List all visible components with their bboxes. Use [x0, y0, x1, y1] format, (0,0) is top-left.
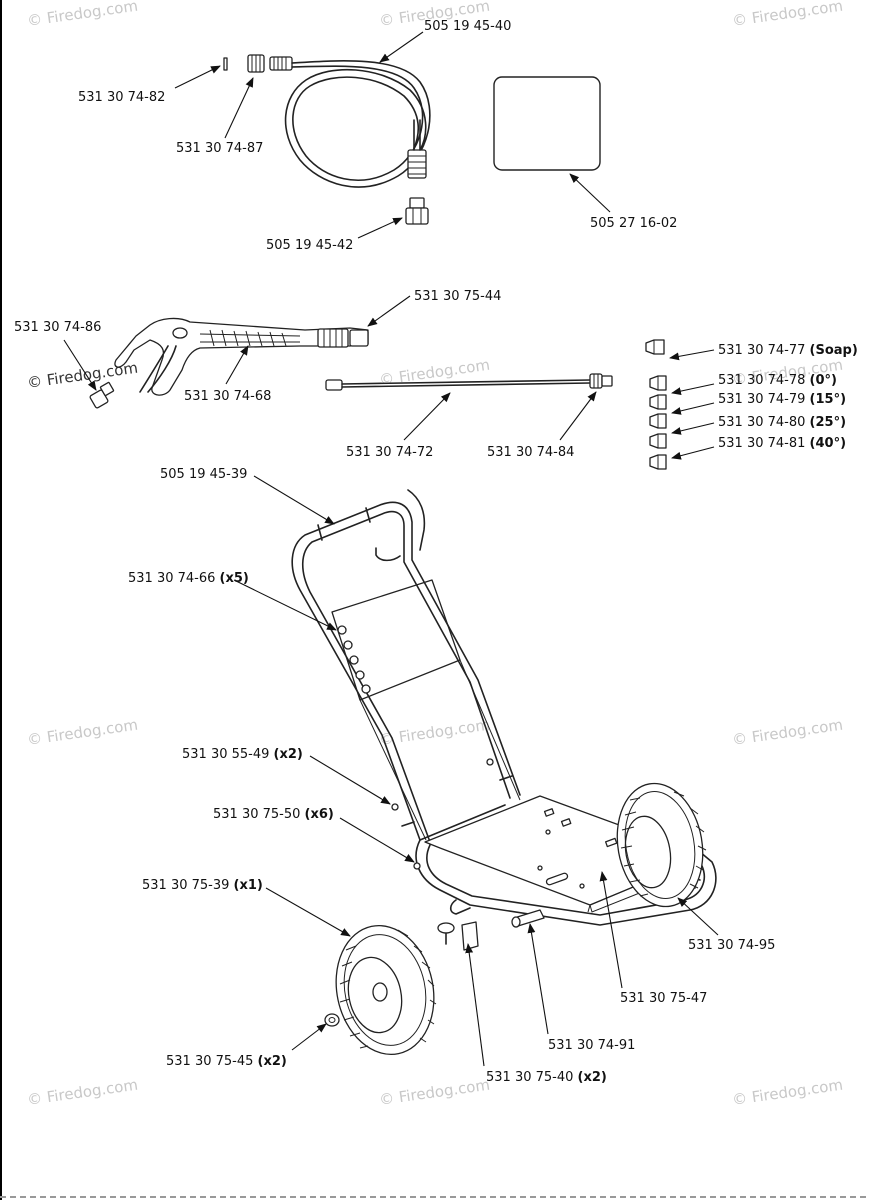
label-531-30-55-49: 531 30 55-49 (x2)	[182, 747, 303, 762]
watermark: © Firedog.com	[731, 716, 844, 749]
right-wheel-drawing	[616, 782, 707, 908]
part-labels: 505 19 45-40 531 30 74-82 531 30 74-87 5…	[14, 19, 858, 1085]
label-531-30-75-44: 531 30 75-44	[414, 289, 501, 304]
watermark: © Firedog.com	[26, 716, 139, 749]
leader-531-30-74-77	[669, 349, 715, 361]
foot-drawing	[437, 921, 479, 951]
label-531-30-74-84: 531 30 74-84	[487, 445, 574, 460]
label-531-30-74-80: 531 30 74-80 (25°)	[718, 415, 846, 430]
cart-frame-drawing	[291, 489, 521, 843]
manual-drawing	[493, 76, 601, 171]
label-531-30-74-79: 531 30 74-79 (15°)	[718, 392, 846, 407]
adapter-drawing	[247, 54, 265, 73]
inlet-fitting-drawing	[89, 381, 115, 409]
watermark: © Firedog.com	[731, 0, 844, 30]
label-531-30-75-50: 531 30 75-50 (x6)	[213, 807, 334, 822]
label-505-27-16-02: 505 27 16-02	[590, 216, 677, 231]
label-531-30-74-78: 531 30 74-78 (0°)	[718, 373, 837, 388]
label-531-30-75-40: 531 30 75-40 (x2)	[486, 1070, 607, 1085]
leader-531-30-74-79	[671, 402, 715, 415]
axle-pin-drawing	[511, 909, 545, 928]
leader-531-30-74-91	[527, 923, 549, 1035]
label-531-30-74-68: 531 30 74-68	[184, 389, 271, 404]
label-531-30-74-86: 531 30 74-86	[14, 320, 101, 335]
label-531-30-74-95: 531 30 74-95	[688, 938, 775, 953]
frame-screw-drawing	[413, 862, 421, 870]
label-505-19-45-42: 505 19 45-42	[266, 238, 353, 253]
wheel-washer-drawing	[324, 1013, 340, 1027]
label-531-30-74-82: 531 30 74-82	[78, 90, 165, 105]
watermark: © Firedog.com	[731, 1076, 844, 1109]
label-505-19-45-39: 505 19 45-39	[160, 467, 247, 482]
label-531-30-74-66: 531 30 74-66 (x5)	[128, 571, 249, 586]
lance-drawing	[325, 373, 613, 391]
leader-531-30-74-87	[224, 77, 254, 139]
label-531-30-75-39: 531 30 75-39 (x1)	[142, 878, 263, 893]
watermark: © Firedog.com	[378, 1076, 491, 1109]
leader-531-30-75-47	[599, 871, 623, 989]
coupler-drawing	[405, 197, 429, 225]
leader-531-30-75-45	[291, 1023, 327, 1051]
leader-531-30-74-81	[671, 446, 715, 460]
part-drawings	[89, 54, 717, 1056]
leader-531-30-74-80	[671, 422, 715, 435]
watermark: © Firedog.com	[378, 356, 491, 389]
leader-531-30-74-82	[174, 65, 221, 89]
leader-531-30-74-95	[677, 897, 719, 936]
watermark: © Firedog.com	[26, 1076, 139, 1109]
leader-lines	[63, 31, 719, 1067]
leader-531-30-74-78	[671, 383, 715, 396]
label-531-30-74-91: 531 30 74-91	[548, 1038, 635, 1053]
label-531-30-74-87: 531 30 74-87	[176, 141, 263, 156]
hose-drawing	[269, 56, 431, 188]
leader-531-30-55-49	[309, 755, 391, 805]
leader-531-30-74-84	[559, 391, 597, 441]
spray-gun-drawing	[114, 317, 369, 396]
leader-505-19-45-40	[379, 31, 424, 63]
leader-531-30-74-86	[63, 339, 97, 391]
label-531-30-74-77: 531 30 74-77 (Soap)	[718, 343, 858, 358]
leader-531-30-74-66	[233, 579, 337, 631]
label-531-30-75-47: 531 30 75-47	[620, 991, 707, 1006]
leader-505-19-45-39	[253, 475, 335, 525]
leader-531-30-75-44	[367, 295, 411, 327]
label-531-30-74-81: 531 30 74-81 (40°)	[718, 436, 846, 451]
leader-505-27-16-02	[569, 173, 611, 213]
leader-531-30-75-39	[265, 887, 351, 937]
leader-531-30-75-40	[465, 943, 485, 1067]
leader-505-19-45-42	[357, 217, 403, 239]
leader-531-30-74-72	[403, 392, 451, 441]
label-505-19-45-40: 505 19 45-40	[424, 19, 511, 34]
label-531-30-75-45: 531 30 75-45 (x2)	[166, 1054, 287, 1069]
leader-531-30-75-50	[339, 817, 415, 863]
label-531-30-74-72: 531 30 74-72	[346, 445, 433, 460]
leader-531-30-74-68	[225, 345, 249, 385]
left-wheel-drawing	[335, 924, 437, 1056]
watermark: © Firedog.com	[26, 0, 139, 30]
nozzle-drawings	[645, 339, 667, 470]
oring-drawing	[223, 57, 228, 71]
